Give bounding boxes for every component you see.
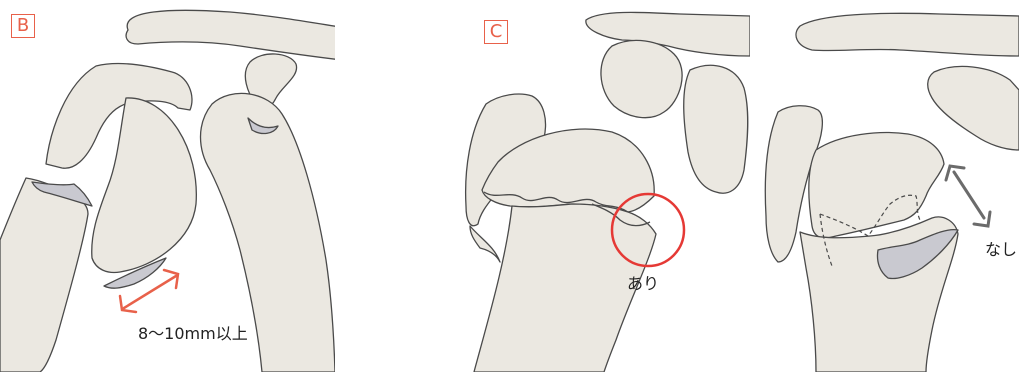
glenoid (928, 66, 1019, 150)
humeral-head (92, 98, 197, 273)
lesser-fragment (470, 226, 500, 262)
panel-label-b: B (11, 14, 35, 38)
panel-b-illustration (0, 10, 360, 372)
panel-c-left-illustration (466, 12, 750, 372)
displacement-arrow (946, 166, 990, 226)
clavicle (126, 10, 360, 62)
scapula (684, 65, 748, 193)
humeral-shaft (0, 178, 88, 372)
panel-label-c: C (484, 20, 508, 44)
panel-c-right-illustration (765, 13, 1019, 372)
acromion (796, 13, 1019, 56)
measurement-label: 8～10mm以上 (138, 320, 248, 344)
coracoid (601, 40, 682, 117)
present-label: あり (627, 270, 659, 294)
absent-label: なし (985, 236, 1017, 260)
